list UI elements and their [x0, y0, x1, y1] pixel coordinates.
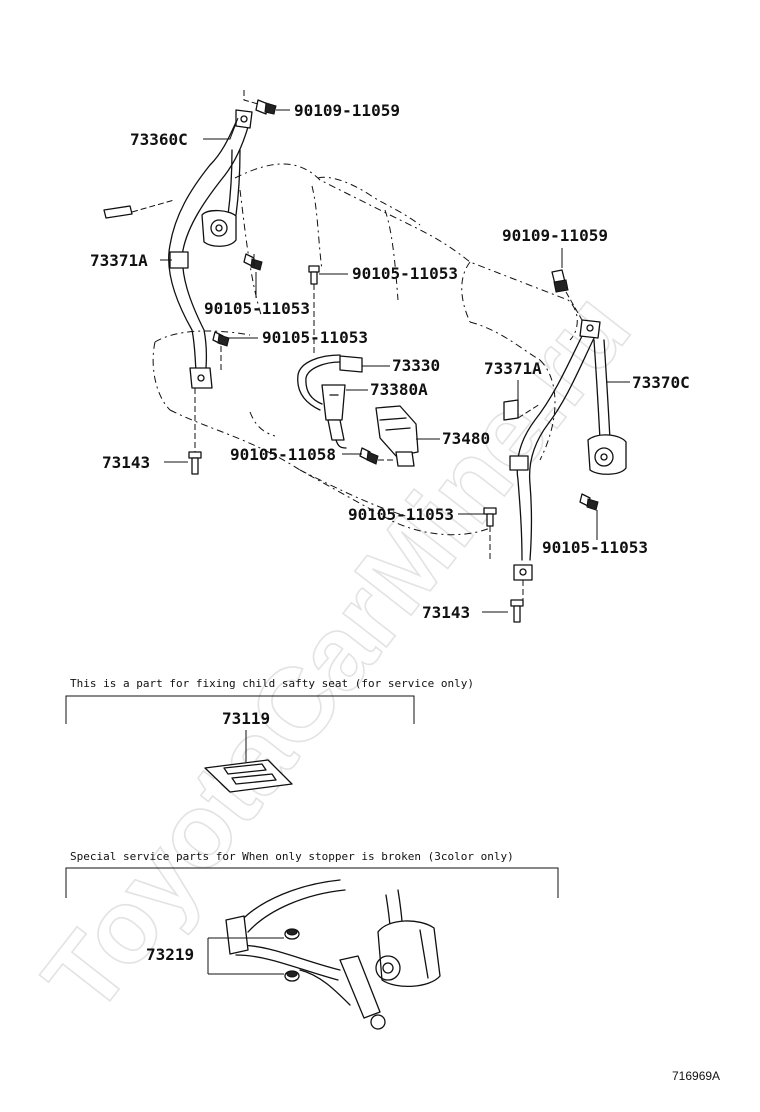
note-stopper: Special service parts for When only stop… [70, 850, 514, 863]
note-child-seat: This is a part for fixing child safty se… [70, 677, 474, 690]
part-73219-stopper [284, 928, 300, 982]
label-73380A: 73380A [370, 380, 428, 399]
bolt-73143-right [510, 599, 524, 623]
bolt-90105-center-top [308, 265, 320, 285]
label-90105-11053-c: 90105-11053 [352, 264, 458, 283]
bolt-90105-right [579, 493, 599, 511]
part-73119-plate [204, 759, 293, 793]
leader-lines [131, 90, 630, 613]
leader-73219 [207, 937, 284, 975]
bracket-child-seat [65, 695, 415, 724]
label-90105-11053-d: 90105-11053 [348, 505, 454, 524]
label-73143-right: 73143 [422, 603, 470, 622]
bolt-90105-11058 [359, 447, 379, 465]
bolt-73143-left [188, 451, 202, 475]
label-73371A-right: 73371A [484, 359, 542, 378]
left-seatbelt-assembly [103, 109, 253, 389]
label-73219: 73219 [146, 945, 194, 964]
label-73480: 73480 [442, 429, 490, 448]
label-90105-11053-e: 90105-11053 [542, 538, 648, 557]
bolt-90109-right [551, 269, 569, 293]
figure-id: 716969A [672, 1069, 720, 1083]
label-73330: 73330 [392, 356, 440, 375]
label-90105-11058: 90105-11058 [230, 445, 336, 464]
bolt-90105-left-a [243, 253, 263, 271]
label-90109-11059-right: 90109-11059 [502, 226, 608, 245]
center-buckle-assembly [297, 354, 363, 449]
bolt-90105-center-bottom [483, 507, 497, 527]
stopper-belt-detail [225, 879, 441, 1030]
label-73119: 73119 [222, 709, 270, 728]
bolt-90109-top [255, 99, 277, 115]
label-73371A-left: 73371A [90, 251, 148, 270]
label-90109-11059-top: 90109-11059 [294, 101, 400, 120]
label-90105-11053-b: 90105-11053 [262, 328, 368, 347]
label-73360C: 73360C [130, 130, 188, 149]
buckle-73480 [375, 405, 419, 467]
label-73370C: 73370C [632, 373, 690, 392]
label-90105-11053-a: 90105-11053 [204, 299, 310, 318]
label-73143-left: 73143 [102, 453, 150, 472]
right-seatbelt-assembly [503, 319, 627, 581]
bracket-stopper [65, 867, 559, 898]
bolt-90105-left-b [212, 331, 230, 347]
rear-seat-outline [152, 163, 578, 536]
